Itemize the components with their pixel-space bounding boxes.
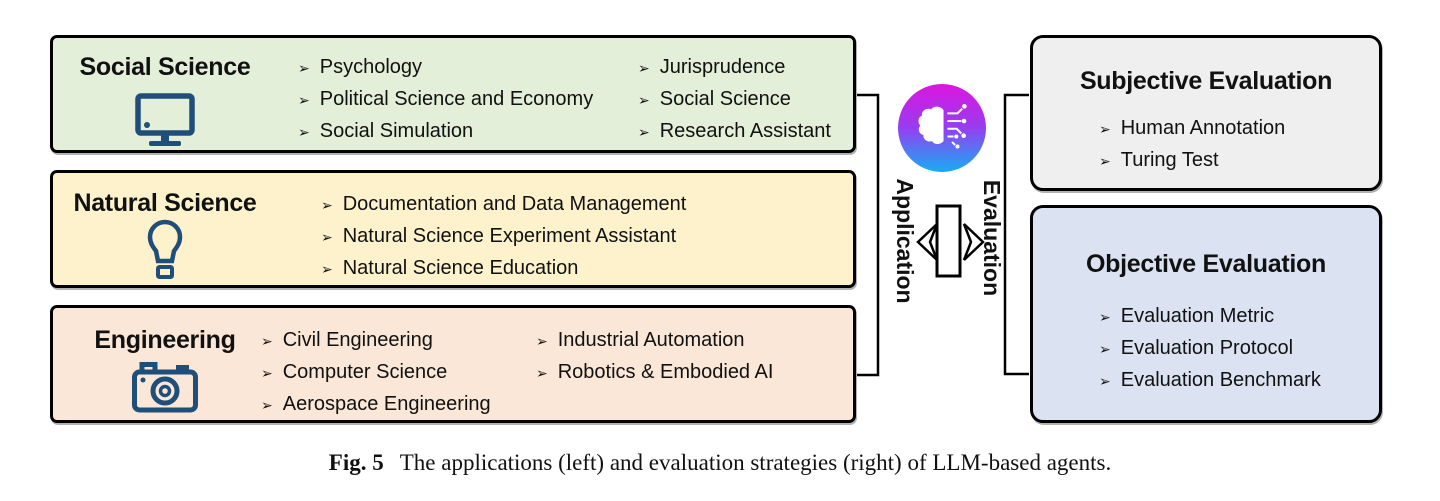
- objective-evaluation-items: ➢Evaluation Metric ➢Evaluation Protocol …: [1099, 300, 1321, 396]
- list-item: ➢Social Simulation: [298, 119, 474, 142]
- arrow-bullet-icon: ➢: [638, 59, 650, 76]
- left-bracket: [857, 93, 880, 377]
- arrow-bullet-icon: ➢: [638, 91, 650, 108]
- subjective-evaluation-box: Subjective Evaluation ➢Human Annotation …: [1030, 35, 1382, 191]
- list-item: ➢Jurisprudence: [638, 55, 786, 78]
- figure-caption: Fig. 5 The applications (left) and evalua…: [0, 450, 1440, 476]
- list-item: ➢Industrial Automation: [536, 328, 745, 351]
- natural-science-box: Natural Science ➢Documentation and Data …: [50, 170, 856, 288]
- subjective-evaluation-title: Subjective Evaluation: [1079, 67, 1333, 95]
- arrow-bullet-icon: ➢: [321, 196, 333, 213]
- arrow-bullet-icon: ➢: [298, 123, 310, 140]
- arrow-bullet-icon: ➢: [638, 123, 650, 140]
- list-item: ➢Human Annotation: [1099, 116, 1286, 139]
- arrow-bullet-icon: ➢: [321, 228, 333, 245]
- natural-science-items: ➢Documentation and Data Management ➢Natu…: [321, 188, 686, 284]
- list-item: ➢Documentation and Data Management: [321, 192, 687, 215]
- natural-science-title: Natural Science: [73, 189, 257, 217]
- list-item: ➢Natural Science Education: [321, 256, 579, 279]
- figure-caption-label: Fig. 5: [328, 450, 384, 475]
- arrow-bullet-icon: ➢: [536, 332, 548, 349]
- objective-evaluation-box: Objective Evaluation ➢Evaluation Metric …: [1030, 205, 1382, 423]
- arrow-bullet-icon: ➢: [1099, 340, 1111, 357]
- arrow-bullet-icon: ➢: [1099, 120, 1111, 137]
- list-item: ➢Civil Engineering: [261, 328, 433, 351]
- arrow-bullet-icon: ➢: [261, 396, 273, 413]
- arrow-bullet-icon: ➢: [261, 364, 273, 381]
- list-item: ➢Evaluation Benchmark: [1099, 368, 1321, 391]
- arrow-bullet-icon: ➢: [1099, 372, 1111, 389]
- social-science-items-col2: ➢Jurisprudence ➢Social Science ➢Research…: [638, 51, 831, 147]
- monitor-icon: [53, 93, 277, 149]
- arrow-bullet-icon: ➢: [321, 260, 333, 277]
- social-science-title: Social Science: [79, 53, 251, 81]
- engineering-box: Engineering ➢Civil Engineering ➢Computer…: [50, 305, 856, 423]
- subjective-evaluation-items: ➢Human Annotation ➢Turing Test: [1099, 112, 1285, 176]
- arrow-bullet-icon: ➢: [536, 364, 548, 381]
- list-item: ➢Turing Test: [1099, 148, 1219, 171]
- list-item: ➢Natural Science Experiment Assistant: [321, 224, 677, 247]
- figure-caption-text: The applications (left) and evaluation s…: [399, 450, 1112, 475]
- arrow-bullet-icon: ➢: [1099, 152, 1111, 169]
- list-item: ➢Social Science: [638, 87, 791, 110]
- social-science-box: Social Science ➢Psychology ➢Political Sc…: [50, 35, 856, 153]
- application-label: Application: [892, 178, 918, 304]
- arrow-bullet-icon: ➢: [261, 332, 273, 349]
- arrow-bullet-icon: ➢: [1099, 308, 1111, 325]
- arrow-bullet-icon: ➢: [298, 59, 310, 76]
- social-science-items-col1: ➢Psychology ➢Political Science and Econo…: [298, 51, 593, 147]
- list-item: ➢Evaluation Metric: [1099, 304, 1275, 327]
- lightbulb-icon: [53, 218, 277, 282]
- list-item: ➢Research Assistant: [638, 119, 831, 142]
- list-item: ➢Political Science and Economy: [298, 87, 594, 110]
- list-item: ➢Psychology: [298, 55, 423, 78]
- list-item: ➢Computer Science: [261, 360, 448, 383]
- evaluation-label: Evaluation: [979, 179, 1005, 297]
- list-item: ➢Aerospace Engineering: [261, 392, 491, 415]
- objective-evaluation-title: Objective Evaluation: [1086, 250, 1326, 278]
- engineering-items-col1: ➢Civil Engineering ➢Computer Science ➢Ae…: [261, 324, 491, 420]
- right-bracket: [1003, 93, 1029, 376]
- ai-brain-icon: [898, 84, 986, 172]
- camera-icon: [53, 360, 277, 414]
- list-item: ➢Robotics & Embodied AI: [536, 360, 774, 383]
- engineering-title: Engineering: [94, 326, 236, 354]
- arrow-bullet-icon: ➢: [298, 91, 310, 108]
- engineering-items-col2: ➢Industrial Automation ➢Robotics & Embod…: [536, 324, 773, 388]
- list-item: ➢Evaluation Protocol: [1099, 336, 1294, 359]
